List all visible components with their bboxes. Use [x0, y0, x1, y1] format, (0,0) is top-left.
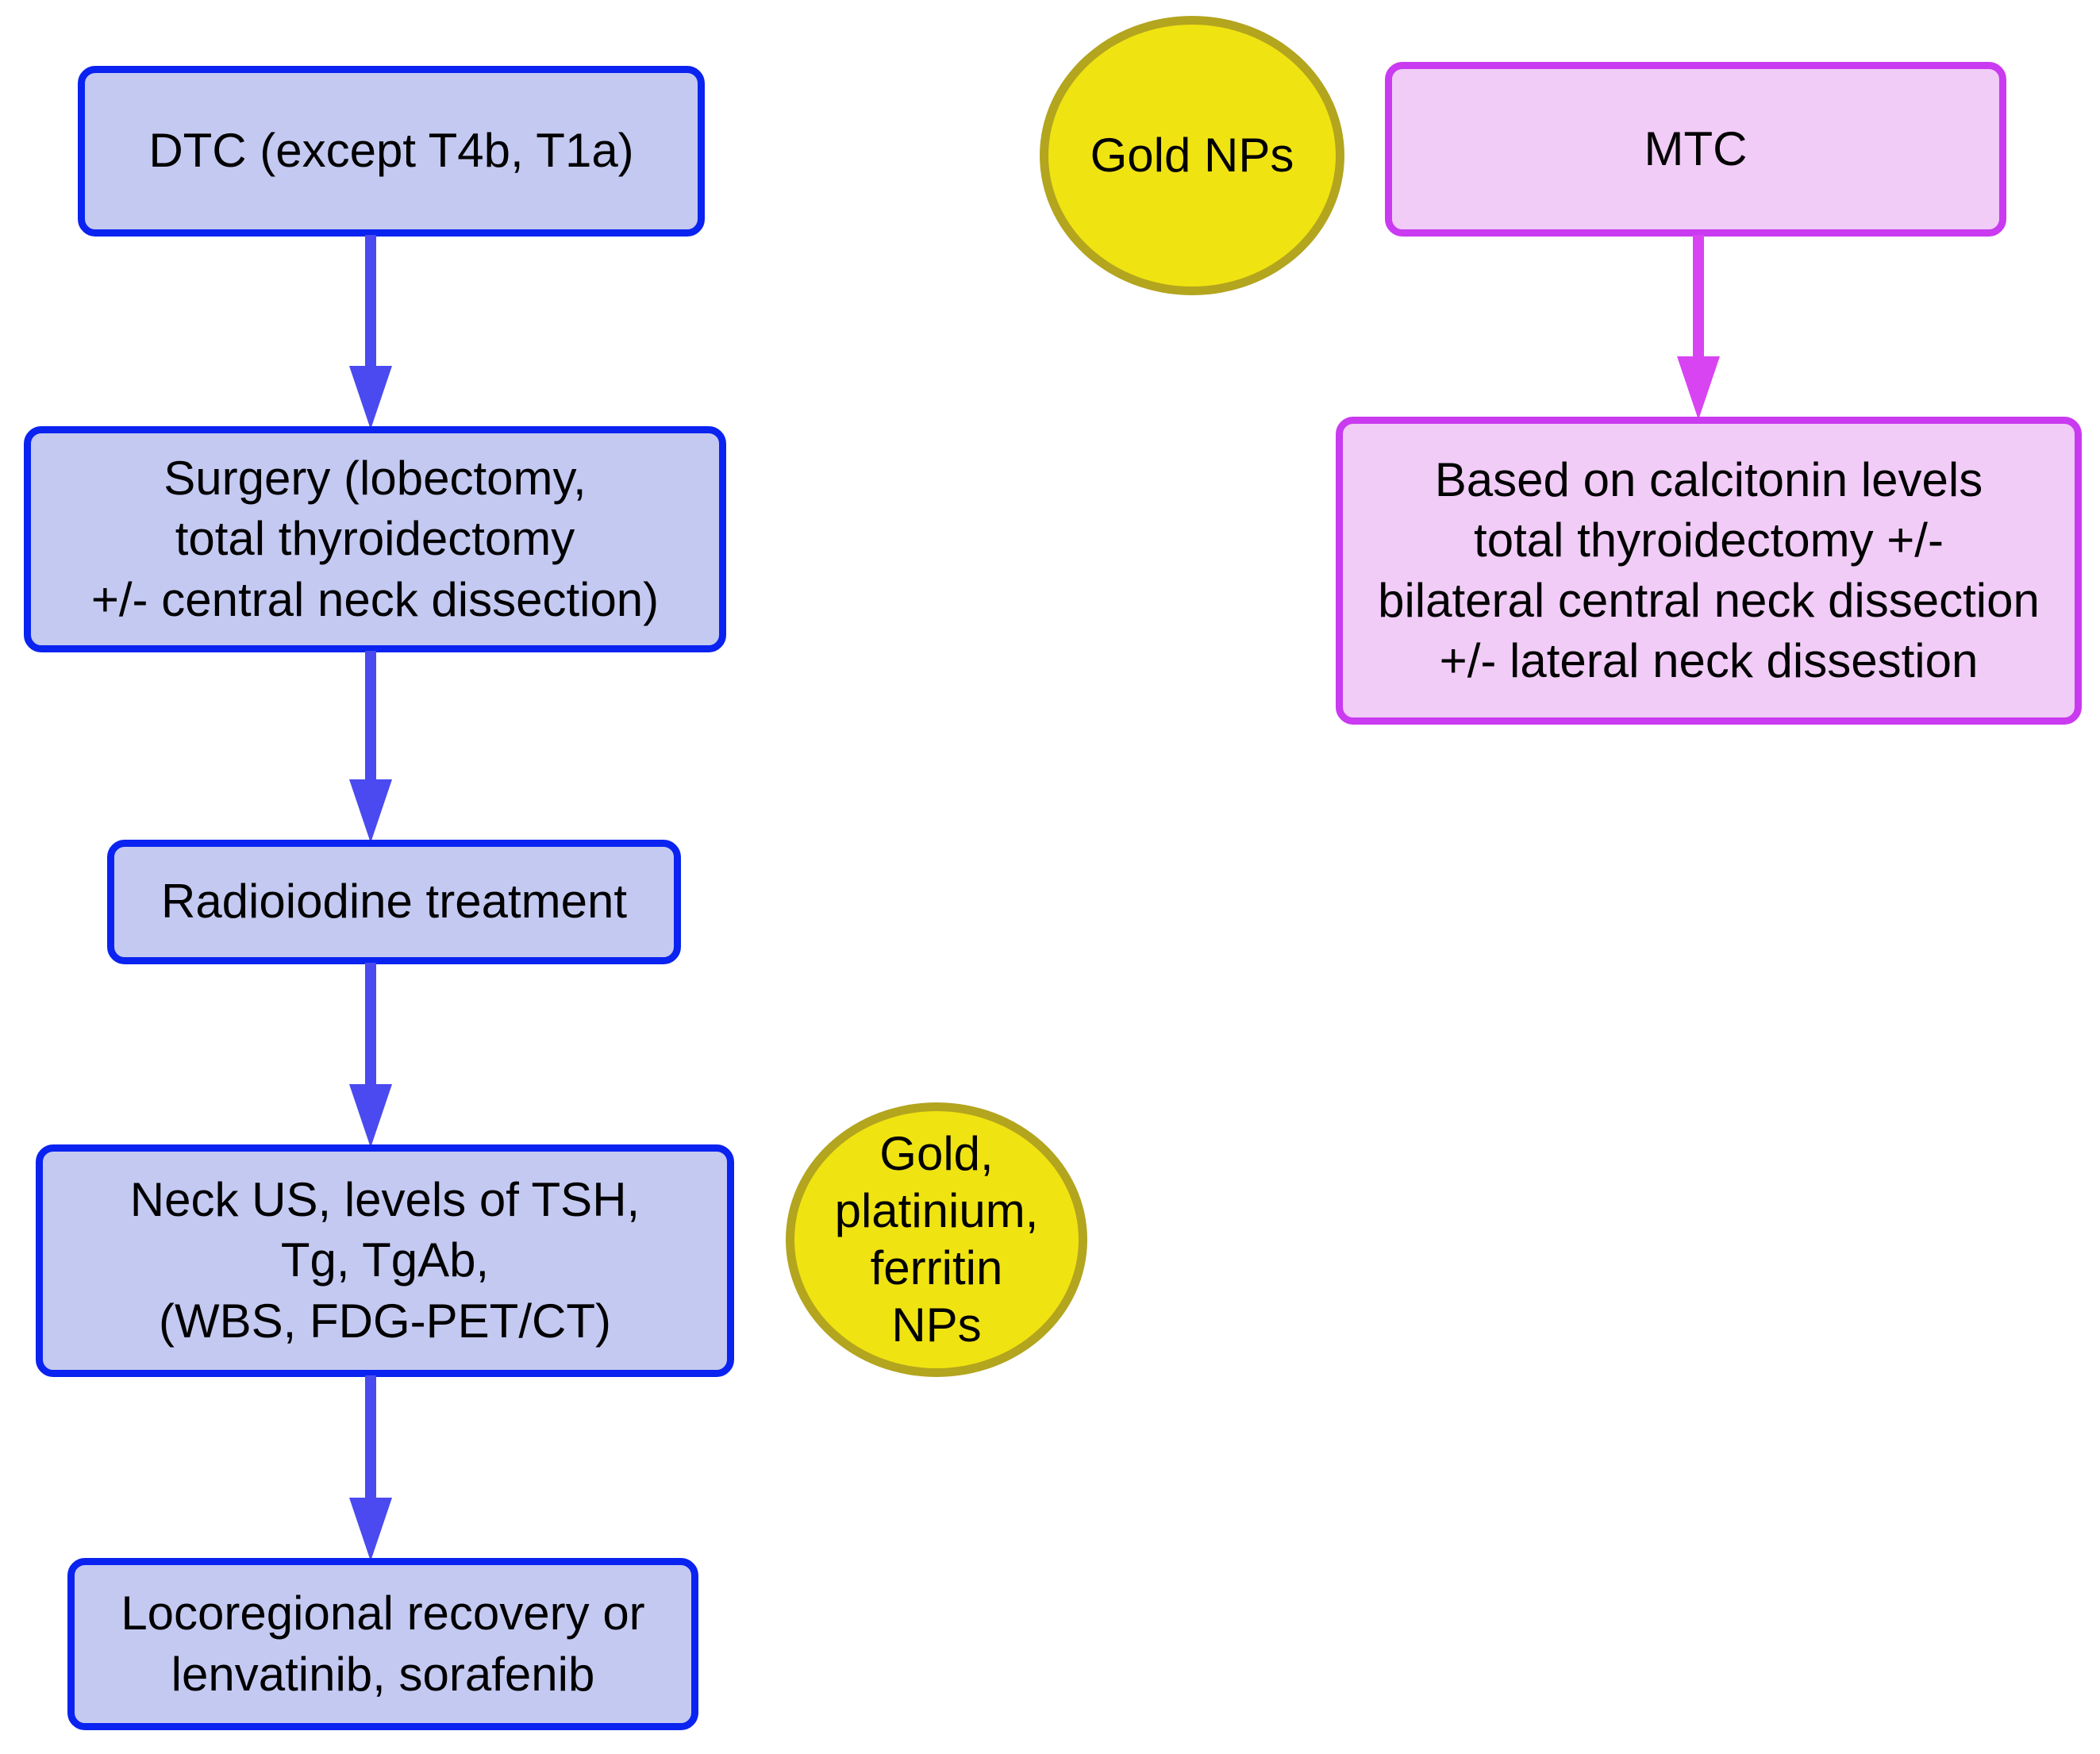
node-dtc-label: DTC (except T4b, T1a) [148, 124, 634, 178]
arrow-neck-us-to-locoregional [348, 1375, 393, 1561]
arrow-dtc-to-surgery [348, 235, 393, 429]
node-mtc: MTC [1385, 62, 2006, 237]
node-surgery: Surgery (lobectomy, total thyroidectomy … [24, 426, 726, 652]
node-gold-platinium-ferritin-nps: Gold, platinium, ferritin NPs [786, 1102, 1087, 1377]
arrow-radioiodine-to-neck-us [348, 963, 393, 1148]
node-mtc-label: MTC [1644, 121, 1748, 175]
node-gold-nps-label: Gold NPs [1090, 129, 1294, 182]
arrowhead-down-icon [1677, 356, 1720, 420]
node-neck-us-label: Neck US, levels of TSH, Tg, TgAb, (WBS, … [129, 1173, 640, 1348]
node-neck-us: Neck US, levels of TSH, Tg, TgAb, (WBS, … [36, 1144, 734, 1377]
arrow-mtc-to-calcitonin [1676, 235, 1721, 420]
node-gold-nps: Gold NPs [1040, 16, 1344, 295]
node-radioiodine: Radioiodine treatment [107, 840, 681, 964]
arrowhead-down-icon [349, 366, 392, 429]
arrow-shaft [365, 1375, 376, 1507]
node-locoregional-label: Locoregional recovery or lenvatinib, sor… [121, 1587, 645, 1701]
arrowhead-down-icon [349, 1498, 392, 1561]
node-surgery-label: Surgery (lobectomy, total thyroidectomy … [90, 452, 660, 626]
arrowhead-down-icon [349, 1084, 392, 1148]
node-locoregional: Locoregional recovery or lenvatinib, sor… [67, 1558, 698, 1730]
node-calcitonin-label: Based on calcitonin levels total thyroid… [1378, 452, 2040, 688]
arrow-shaft [365, 235, 376, 375]
arrow-shaft [365, 963, 376, 1094]
arrowhead-down-icon [349, 779, 392, 843]
arrow-shaft [365, 651, 376, 789]
node-gold-platinium-ferritin-nps-label: Gold, platinium, ferritin NPs [834, 1127, 1039, 1352]
node-dtc: DTC (except T4b, T1a) [78, 66, 705, 237]
arrow-surgery-to-radioiodine [348, 651, 393, 843]
node-radioiodine-label: Radioiodine treatment [160, 875, 628, 929]
arrow-shaft [1693, 235, 1704, 366]
node-calcitonin: Based on calcitonin levels total thyroid… [1336, 417, 2082, 725]
